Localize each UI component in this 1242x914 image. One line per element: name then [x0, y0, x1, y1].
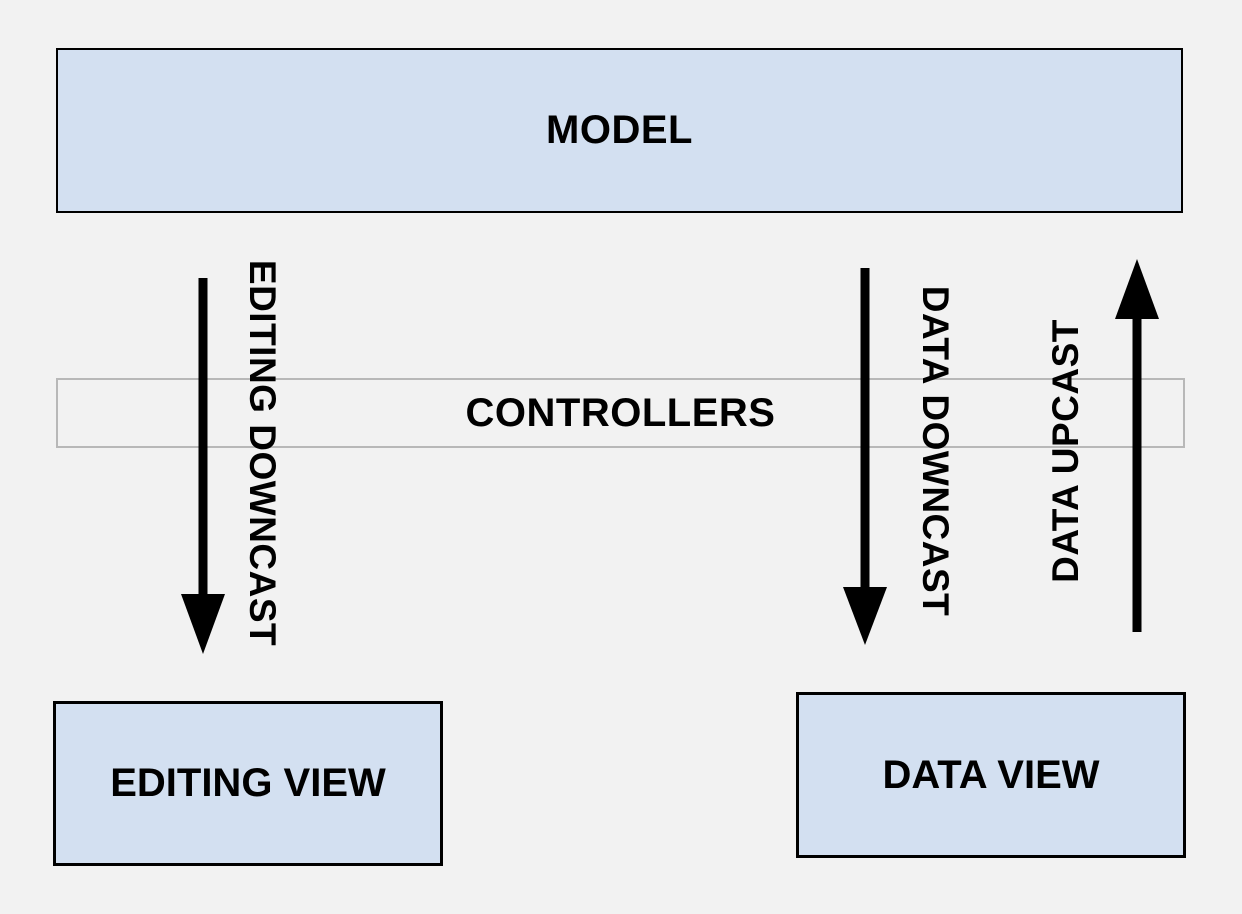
editing-downcast-arrow-icon	[181, 278, 225, 654]
model-label: MODEL	[546, 108, 693, 152]
editing-downcast-label: EDITING DOWNCAST	[242, 259, 283, 647]
model-box: MODEL	[56, 48, 1183, 213]
data-upcast-arrow-icon	[1115, 259, 1159, 632]
data-downcast-arrow-icon	[843, 268, 887, 645]
data-view-label: DATA VIEW	[882, 752, 1100, 797]
data-upcast-label: DATA UPCAST	[1045, 319, 1086, 583]
controllers-box: CONTROLLERS	[56, 378, 1185, 448]
editing-view-label: EDITING VIEW	[110, 761, 386, 805]
controllers-label: CONTROLLERS	[465, 390, 776, 435]
data-view-box: DATA VIEW	[796, 692, 1186, 858]
data-downcast-label: DATA DOWNCAST	[915, 285, 956, 617]
editing-view-box: EDITING VIEW	[53, 701, 443, 866]
